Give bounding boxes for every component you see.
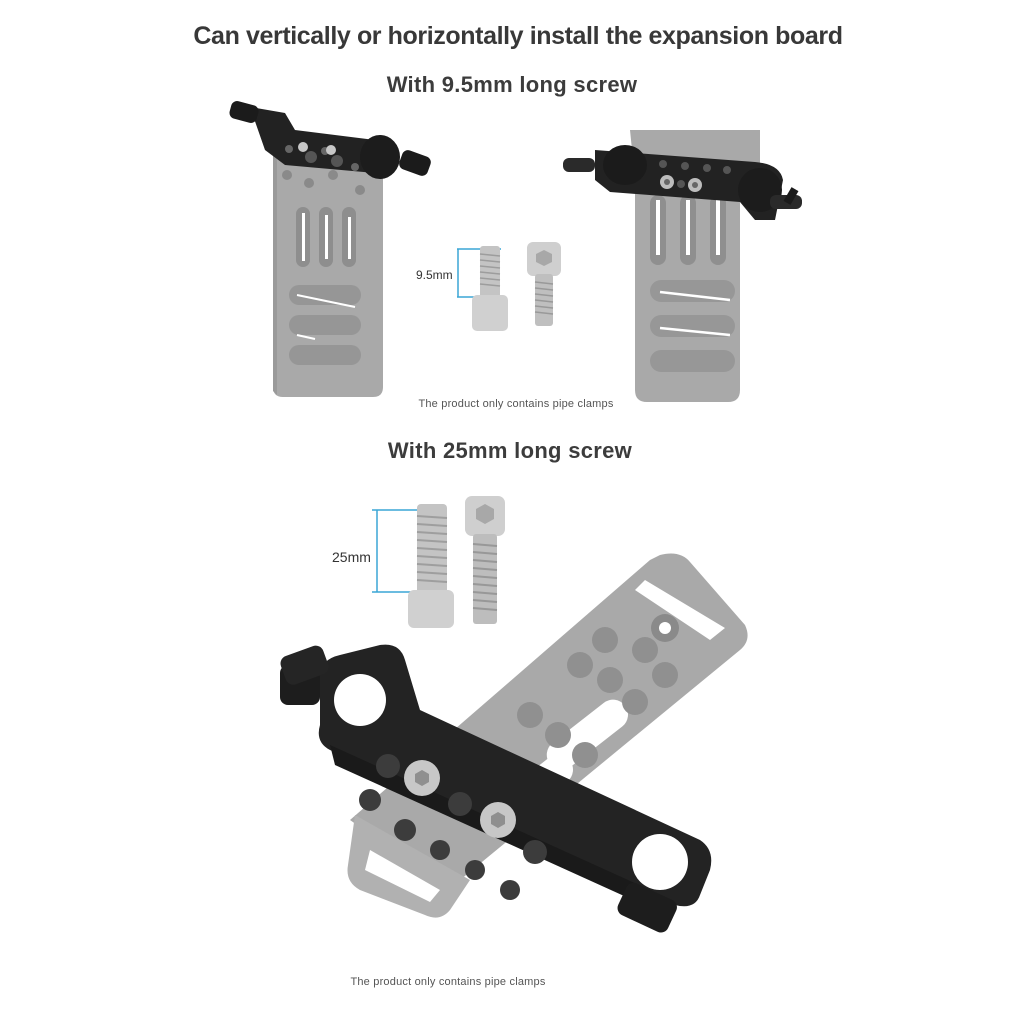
screw-pair-9-5mm-image xyxy=(457,242,561,331)
dimension-label-9-5mm: 9.5mm xyxy=(416,268,453,282)
dimension-label-25mm: 25mm xyxy=(332,549,371,565)
vertical-install-image xyxy=(229,101,431,397)
horizontal-install-image xyxy=(563,130,802,402)
caption-pipe-clamps-1: The product only contains pipe clamps xyxy=(418,398,614,410)
screw-pair-25mm-image xyxy=(372,496,505,628)
clamp-on-plate-image xyxy=(280,553,748,933)
page-title: Can vertically or horizontally install t… xyxy=(193,22,843,50)
section-heading-9-5mm: With 9.5mm long screw xyxy=(386,72,638,97)
caption-pipe-clamps-2: The product only contains pipe clamps xyxy=(350,976,546,988)
section-heading-25mm: With 25mm long screw xyxy=(387,438,633,463)
